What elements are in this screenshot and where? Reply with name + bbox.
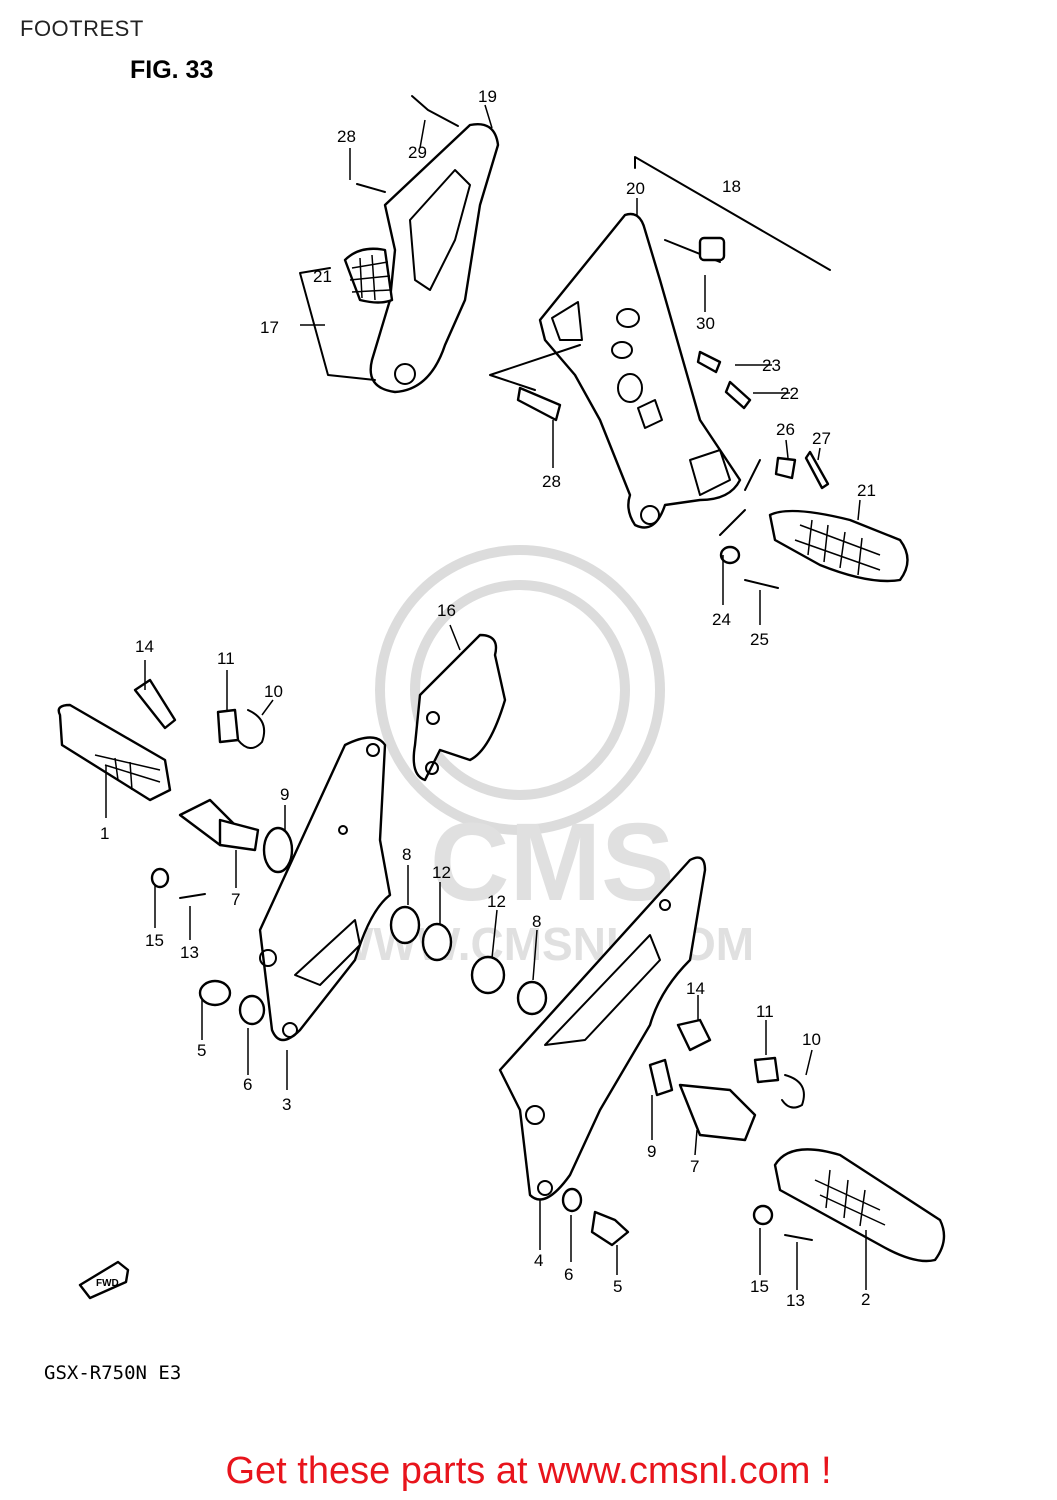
fwd-label: FWD [96,1278,119,1289]
part-label-9a: 9 [280,785,289,804]
left-footrest-bracket [198,736,548,1042]
part-label-26: 26 [776,420,795,439]
part-label-9b: 9 [647,1142,656,1161]
part-label-16: 16 [437,601,456,620]
part-label-6b: 6 [564,1265,573,1284]
part-label-15b: 15 [750,1277,769,1296]
part-label-17: 17 [260,318,279,337]
part-label-3: 3 [282,1095,291,1114]
part-number-labels: 1 2 3 4 5 5 6 6 7 7 8 8 9 9 10 10 11 11 … [100,87,876,1310]
part-label-27: 27 [812,429,831,448]
part-label-21a: 21 [313,267,332,286]
heel-plate [412,633,507,782]
rear-footrest-bracket-left [343,95,500,394]
model-code: GSX-R750N E3 [44,1362,182,1384]
part-label-6a: 6 [243,1075,252,1094]
part-label-12a: 12 [432,863,451,882]
part-label-11a: 11 [217,649,235,668]
part-label-7a: 7 [231,890,240,909]
part-label-13a: 13 [180,943,199,962]
part-label-11b: 11 [756,1002,774,1021]
part-label-18: 18 [722,177,741,196]
get-parts-link[interactable]: Get these parts at www.cmsnl.com ! [225,1450,832,1492]
left-footrest [57,678,294,899]
figure-label: FIG. 33 [130,56,214,84]
part-label-20: 20 [626,179,645,198]
part-label-4: 4 [534,1251,543,1270]
leader-lines [105,104,867,1290]
part-label-13b: 13 [786,1291,805,1310]
parts-diagram: CMS WWW.CMSNL.COM [57,87,946,1310]
part-label-21b: 21 [857,481,876,500]
part-label-10b: 10 [802,1030,821,1049]
part-label-22: 22 [780,384,799,403]
part-label-15a: 15 [145,931,164,950]
part-label-24: 24 [712,610,731,629]
part-label-29: 29 [408,143,427,162]
part-label-19: 19 [478,87,497,106]
part-label-12b: 12 [487,892,506,911]
right-footrest-bracket [498,856,946,1263]
part-label-1: 1 [100,824,109,843]
part-label-28b: 28 [542,472,561,491]
part-label-10a: 10 [264,682,283,701]
part-label-14b: 14 [686,979,705,998]
forward-arrow: FWD [78,1260,130,1300]
page-title: FOOTREST [20,16,144,41]
part-label-2: 2 [861,1290,870,1309]
part-label-5b: 5 [613,1277,622,1296]
part-label-23: 23 [762,356,781,375]
part-label-5a: 5 [197,1041,206,1060]
rear-footrest-bracket-right [516,212,909,589]
part-label-8a: 8 [402,845,411,864]
part-label-25: 25 [750,630,769,649]
part-label-14a: 14 [135,637,154,656]
part-label-28a: 28 [337,127,356,146]
watermark-brand: CMS [430,801,674,924]
part-label-8b: 8 [532,912,541,931]
assembly-lines [299,156,831,536]
part-label-7b: 7 [690,1157,699,1176]
part-label-30: 30 [696,314,715,333]
